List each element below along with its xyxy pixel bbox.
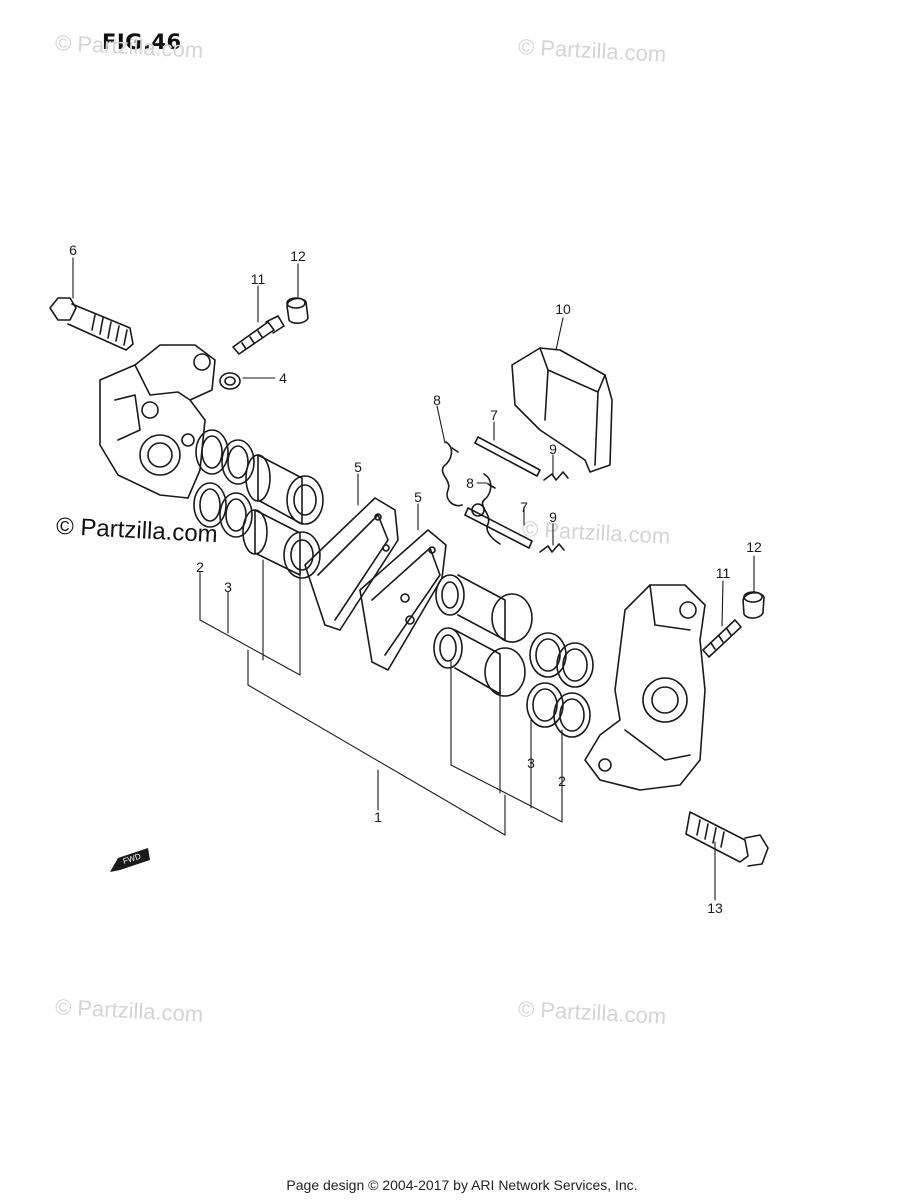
washer-4 xyxy=(219,372,241,390)
bleeder-screw-11-right xyxy=(702,619,742,658)
front-direction-marker: FWD xyxy=(110,848,150,872)
callout-10: 10 xyxy=(555,301,571,317)
callout-6: 6 xyxy=(69,242,77,258)
callout-11-right: 11 xyxy=(716,565,731,581)
callout-9-upper: 9 xyxy=(549,441,557,457)
leader-lines xyxy=(72,257,755,901)
callout-9-lower: 9 xyxy=(549,509,557,525)
clip-9-upper xyxy=(543,471,569,481)
figure-title: FIG.46 xyxy=(102,30,182,54)
callout-7-upper: 7 xyxy=(490,407,498,423)
left-caliper-body xyxy=(99,344,216,499)
callout-8-upper: 8 xyxy=(433,392,441,408)
callout-12-right: 12 xyxy=(746,539,762,555)
callout-1: 1 xyxy=(374,809,382,825)
bolt-6 xyxy=(49,297,134,351)
pad-spring-8-lower xyxy=(481,473,501,545)
bleeder-screw-11-left xyxy=(232,315,285,355)
callout-3-right: 3 xyxy=(527,755,535,771)
callout-5-right: 5 xyxy=(414,489,422,505)
callout-7-lower: 7 xyxy=(520,499,528,515)
callout-4: 4 xyxy=(279,370,287,386)
brake-pad-5-left xyxy=(304,497,399,631)
clip-9-lower xyxy=(539,543,565,553)
callout-numbers: 1 2 2 3 3 4 5 5 6 7 7 8 8 9 9 10 11 11 1… xyxy=(69,242,762,916)
bleeder-cap-12-right xyxy=(742,591,765,619)
callout-11-left: 11 xyxy=(251,271,266,287)
right-piston-seals xyxy=(526,632,594,738)
pad-pin-7-lower xyxy=(464,503,533,549)
callout-2-right: 2 xyxy=(558,773,566,789)
page-footer: Page design © 2004-2017 by ARI Network S… xyxy=(286,1177,638,1193)
callout-8-lower: 8 xyxy=(466,475,474,491)
callout-2-left: 2 xyxy=(196,559,204,575)
bleeder-cap-12-left xyxy=(286,297,309,324)
pad-pin-7-upper xyxy=(474,436,541,477)
callout-3-left: 3 xyxy=(224,579,232,595)
right-caliper-body xyxy=(584,584,706,791)
bolt-13 xyxy=(685,811,769,867)
right-pistons xyxy=(433,574,533,697)
callout-13: 13 xyxy=(707,900,723,916)
callout-5-left: 5 xyxy=(354,459,362,475)
brake-pad-5-right xyxy=(359,529,447,671)
pad-spring-8-upper xyxy=(441,441,463,507)
left-piston-seals xyxy=(193,429,255,538)
callout-12-left: 12 xyxy=(290,248,306,264)
pad-cover-10 xyxy=(511,347,613,473)
